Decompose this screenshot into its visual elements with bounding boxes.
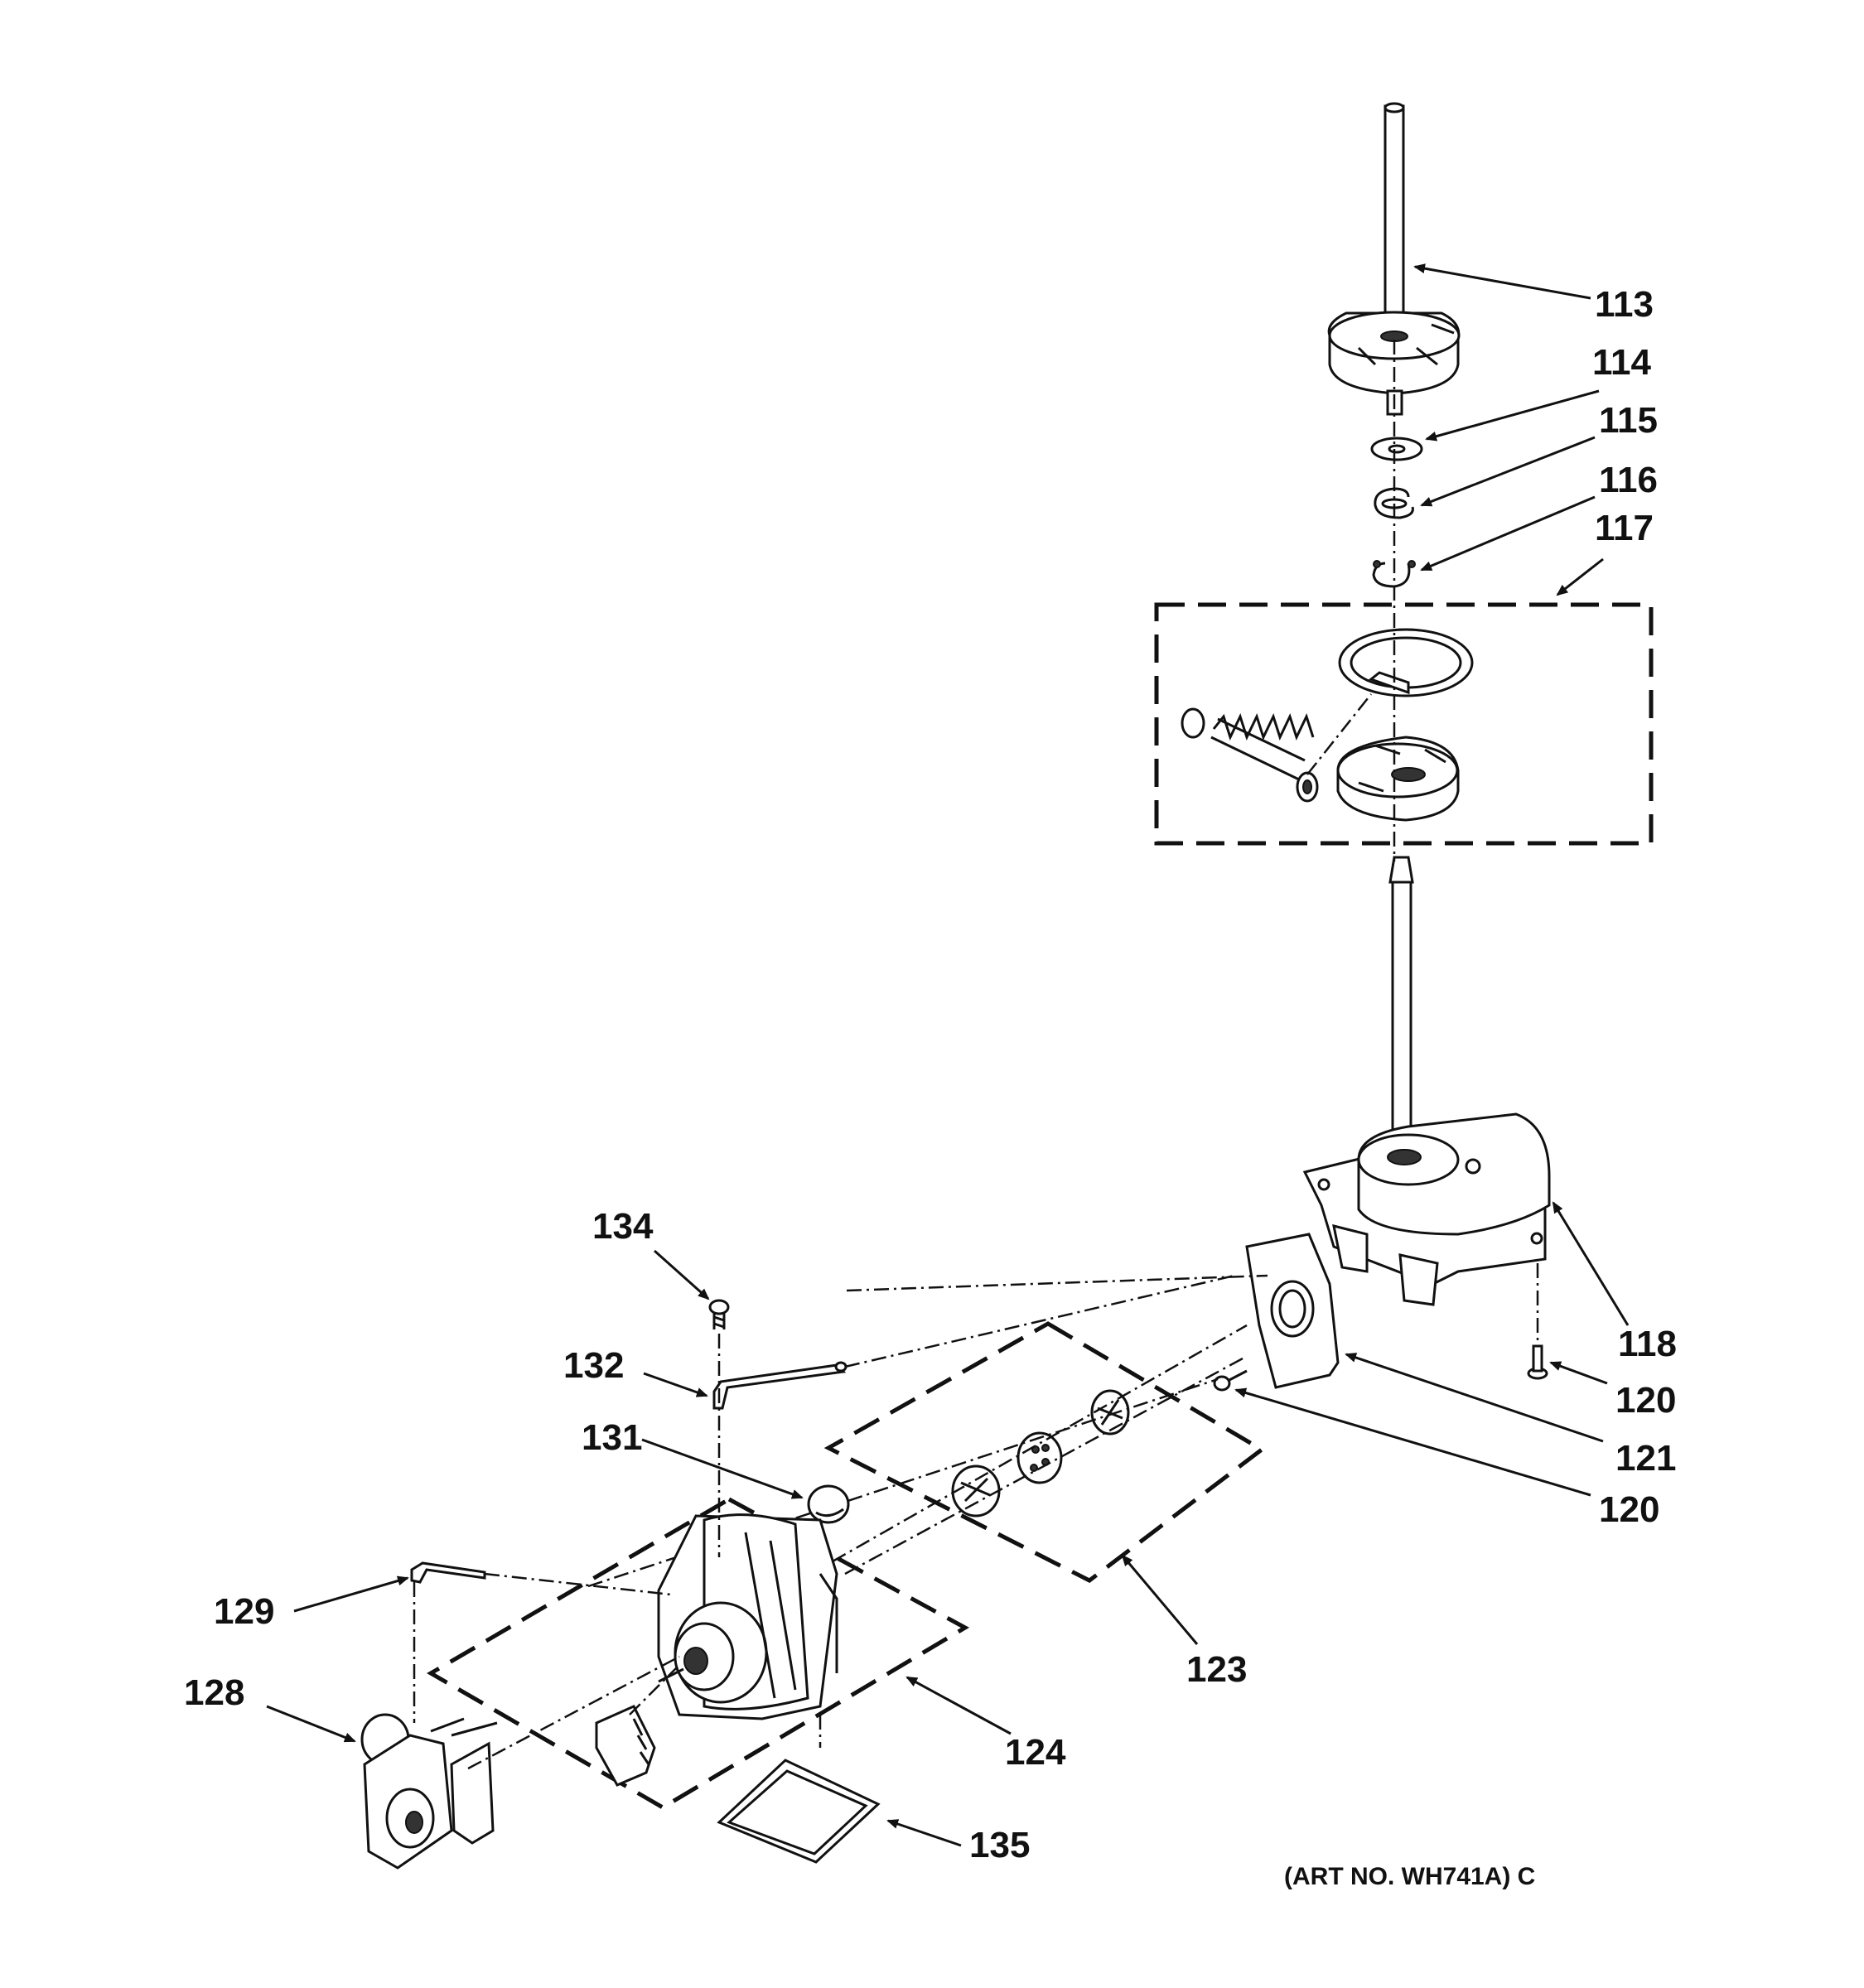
callout-128: 128 xyxy=(184,1672,244,1713)
clamp-129 xyxy=(410,1561,486,1584)
callout-129: 129 xyxy=(214,1591,274,1632)
leader-123 xyxy=(1121,1554,1199,1645)
group-outline-123 xyxy=(823,1321,1266,1583)
callout-120a: 120 xyxy=(1615,1380,1676,1421)
leader-114 xyxy=(1425,389,1600,442)
group-outline-117 xyxy=(1154,602,1654,846)
leader-118 xyxy=(1552,1201,1630,1326)
leader-124 xyxy=(905,1676,1012,1735)
bolt-120-lower xyxy=(1213,1369,1248,1392)
transmission-118 xyxy=(1302,1112,1551,1306)
callout-113: 113 xyxy=(1595,284,1654,325)
centerline-switch xyxy=(629,1666,678,1715)
centerline-pump-motor xyxy=(467,1655,680,1770)
leader-131 xyxy=(641,1438,804,1499)
callout-132: 132 xyxy=(563,1345,624,1386)
callout-120b: 120 xyxy=(1599,1489,1659,1530)
leader-134 xyxy=(654,1249,710,1300)
centerline-clamp xyxy=(484,1572,672,1596)
agitator-shaft xyxy=(1388,856,1414,1153)
pump-128 xyxy=(360,1713,498,1870)
gasket-135 xyxy=(717,1759,881,1864)
motor-switch xyxy=(595,1705,656,1787)
art-number: (ART NO. WH741A) C xyxy=(1284,1863,1535,1890)
leader-120a xyxy=(1549,1361,1608,1385)
leader-132 xyxy=(643,1372,708,1397)
washer-114 xyxy=(1370,437,1423,461)
group-outline-124 xyxy=(427,1497,970,1810)
leader-129 xyxy=(293,1575,409,1613)
mounting-plate-121 xyxy=(1245,1233,1340,1389)
callout-135: 135 xyxy=(969,1825,1030,1865)
motor-124 xyxy=(657,1513,838,1720)
callout-114: 114 xyxy=(1592,342,1652,383)
leader-113 xyxy=(1413,263,1591,300)
leader-135 xyxy=(886,1819,962,1847)
leader-115 xyxy=(1420,436,1596,507)
leader-128 xyxy=(266,1705,356,1743)
callout-115: 115 xyxy=(1599,400,1658,441)
leader-120b xyxy=(1234,1387,1591,1497)
bolt-120-upper xyxy=(1527,1344,1548,1380)
callout-131: 131 xyxy=(582,1417,642,1458)
callout-116: 116 xyxy=(1599,460,1658,500)
centerline-drive-axis xyxy=(832,1324,1248,1563)
leader-121 xyxy=(1345,1353,1604,1443)
rod-132 xyxy=(712,1361,847,1410)
centerline-coupling xyxy=(844,1357,1243,1575)
callout-134: 134 xyxy=(592,1206,654,1247)
coupling-123 xyxy=(951,1389,1130,1518)
callout-118: 118 xyxy=(1618,1324,1677,1364)
callout-124: 124 xyxy=(1005,1732,1066,1773)
centerline-rod-132 xyxy=(844,1274,1235,1368)
callout-123: 123 xyxy=(1186,1649,1247,1690)
retaining-ring-116 xyxy=(1372,560,1416,588)
leader-117 xyxy=(1556,557,1604,596)
callout-117: 117 xyxy=(1595,508,1654,548)
centerline-spring xyxy=(1306,693,1372,775)
leader-116 xyxy=(1420,495,1596,572)
callout-121: 121 xyxy=(1615,1438,1676,1479)
screw-134 xyxy=(708,1299,730,1329)
clutch-assembly-117 xyxy=(1181,628,1474,822)
ball-131 xyxy=(807,1484,850,1524)
